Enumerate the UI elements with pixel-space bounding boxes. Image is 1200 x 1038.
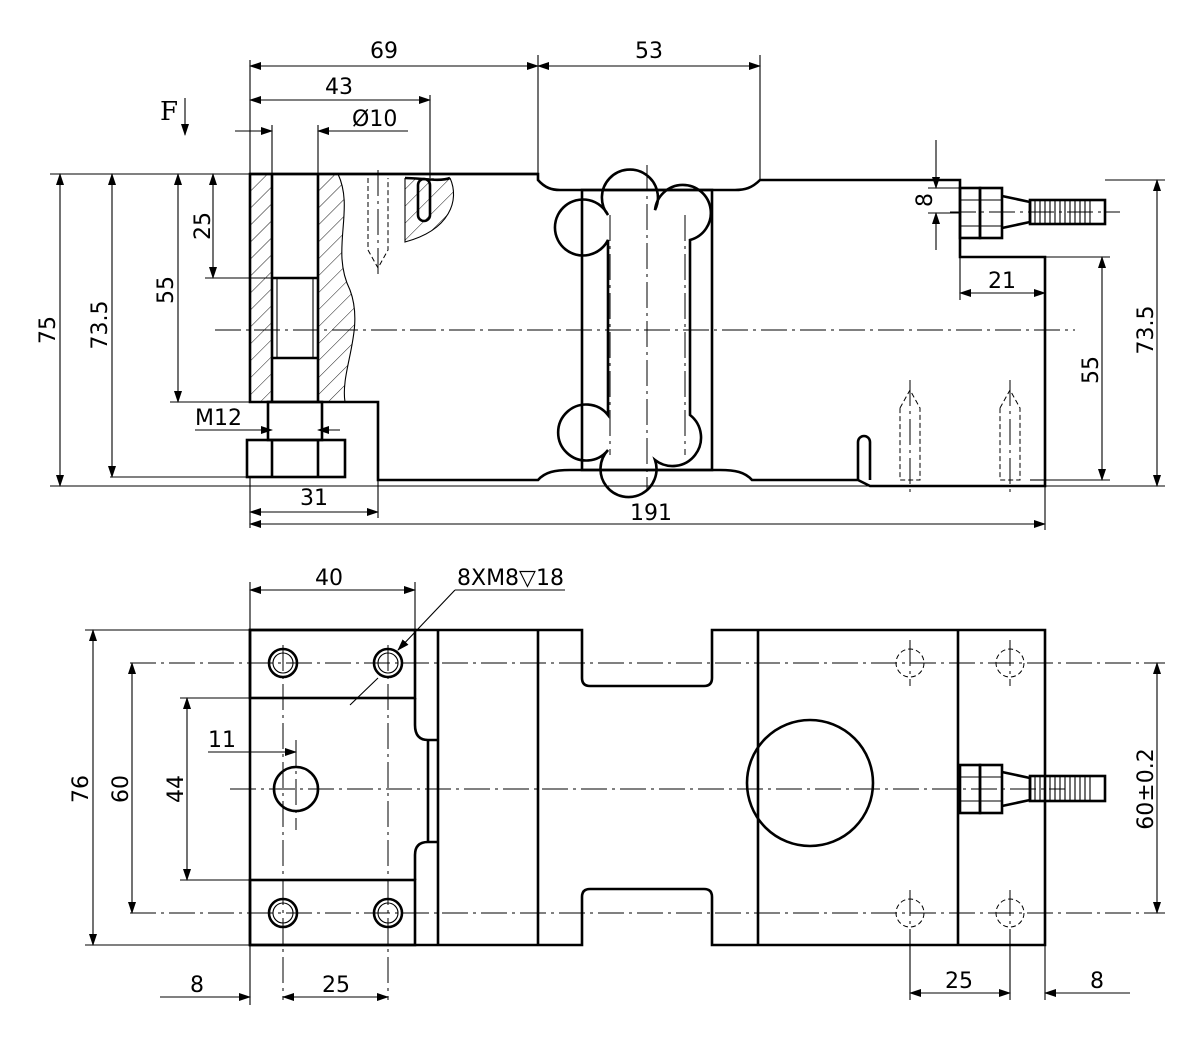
dim-25-hole: 25: [191, 212, 216, 240]
dim-55-right: 55: [1079, 356, 1104, 384]
front-body-outline: [248, 172, 1047, 488]
section-hatch-right: [318, 174, 338, 402]
dim-25-left: 25: [322, 973, 350, 998]
hole-center-right: [745, 718, 875, 848]
dim-8-right: 8: [1090, 969, 1104, 994]
dim-76: 76: [69, 775, 94, 803]
dim-40: 40: [315, 566, 343, 591]
dim-m12: M12: [195, 406, 242, 431]
dim-73-5-right: 73.5: [1134, 306, 1159, 355]
dim-55-left: 55: [154, 276, 179, 304]
dim-11: 11: [208, 728, 236, 753]
break-line: [337, 173, 356, 403]
dim-43: 43: [325, 75, 353, 100]
cable-gland: [950, 186, 1120, 240]
dim-dia10: Ø10: [352, 107, 397, 132]
dim-60-tol: 60±0.2: [1134, 748, 1159, 829]
force-label: F: [160, 97, 178, 127]
dim-60-left: 60: [109, 775, 134, 803]
dim-191: 191: [630, 501, 672, 526]
nut: [245, 438, 347, 479]
section-hatch-wave: [338, 174, 355, 402]
dim-69: 69: [370, 39, 398, 64]
dim-8-left: 8: [190, 973, 204, 998]
dim-44: 44: [164, 775, 189, 803]
dim-31: 31: [300, 486, 328, 511]
dim-21: 21: [988, 269, 1016, 294]
dim-75: 75: [36, 316, 61, 344]
top-body-outline: [248, 628, 1047, 947]
dim-8-cable: 8: [913, 193, 938, 207]
dim-73-5-left: 73.5: [88, 301, 113, 350]
dim-25-right: 25: [945, 969, 973, 994]
section-hatch-left: [250, 174, 272, 402]
bone-cutout: [553, 168, 713, 499]
cable-gland-top: [958, 763, 1107, 815]
thread-note: 8XM8▽18: [457, 566, 564, 591]
top-view: 40 8XM8▽18 11 76 60 44 8 25: [69, 566, 1165, 1005]
dim-53: 53: [635, 39, 663, 64]
front-view: F: [36, 39, 1165, 530]
